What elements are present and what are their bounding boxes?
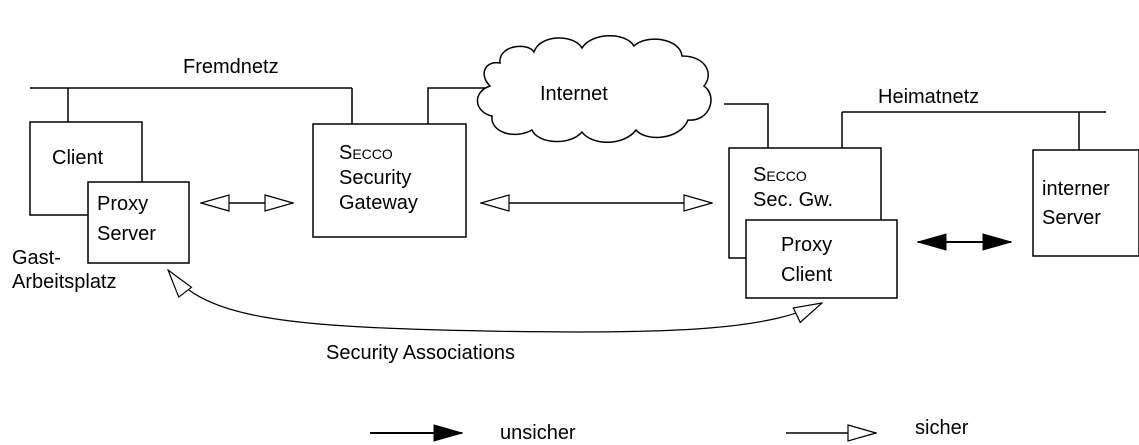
client-label: Client bbox=[52, 147, 104, 169]
interner-server-label-line1: interner bbox=[1042, 178, 1110, 200]
secco-secgw-label-line1: Secco bbox=[753, 164, 807, 186]
heimatnetz-bus bbox=[841, 111, 1106, 150]
fremdnetz-label: Fremdnetz bbox=[183, 56, 279, 78]
security-associations-arrow bbox=[168, 270, 822, 333]
fremdnetz-bus bbox=[30, 87, 353, 124]
secco-security-gateway-box bbox=[312, 123, 467, 238]
secco-secgw-label-line2: Sec. Gw. bbox=[753, 189, 834, 211]
secco-gateway-label-line3: Gateway bbox=[339, 192, 418, 214]
security-associations-label: Security Associations bbox=[326, 342, 515, 364]
proxy-server-box bbox=[87, 181, 190, 264]
internet-label: Internet bbox=[540, 83, 608, 105]
interner-server-box bbox=[1032, 149, 1139, 257]
legend-insecure-label: unsicher bbox=[500, 422, 576, 444]
legend-secure-label: sicher bbox=[915, 417, 969, 439]
interner-server-label-line2: Server bbox=[1042, 207, 1101, 229]
proxy-server-label-line2: Server bbox=[97, 223, 156, 245]
gast-label-line2: Arbeitsplatz bbox=[12, 271, 117, 293]
proxy-client-label-line2: Client bbox=[781, 264, 833, 286]
secco-gateway-label-line1: Secco bbox=[339, 142, 393, 164]
proxy-server-label-line1: Proxy bbox=[97, 193, 149, 215]
internet-cloud bbox=[476, 35, 712, 143]
gast-label-line1: Gast- bbox=[12, 247, 61, 269]
heimatnetz-label: Heimatnetz bbox=[878, 86, 980, 108]
proxy-client-label-line1: Proxy bbox=[781, 234, 833, 256]
secco-gateway-label-line2: Security bbox=[339, 167, 412, 189]
internet-links bbox=[427, 87, 769, 148]
